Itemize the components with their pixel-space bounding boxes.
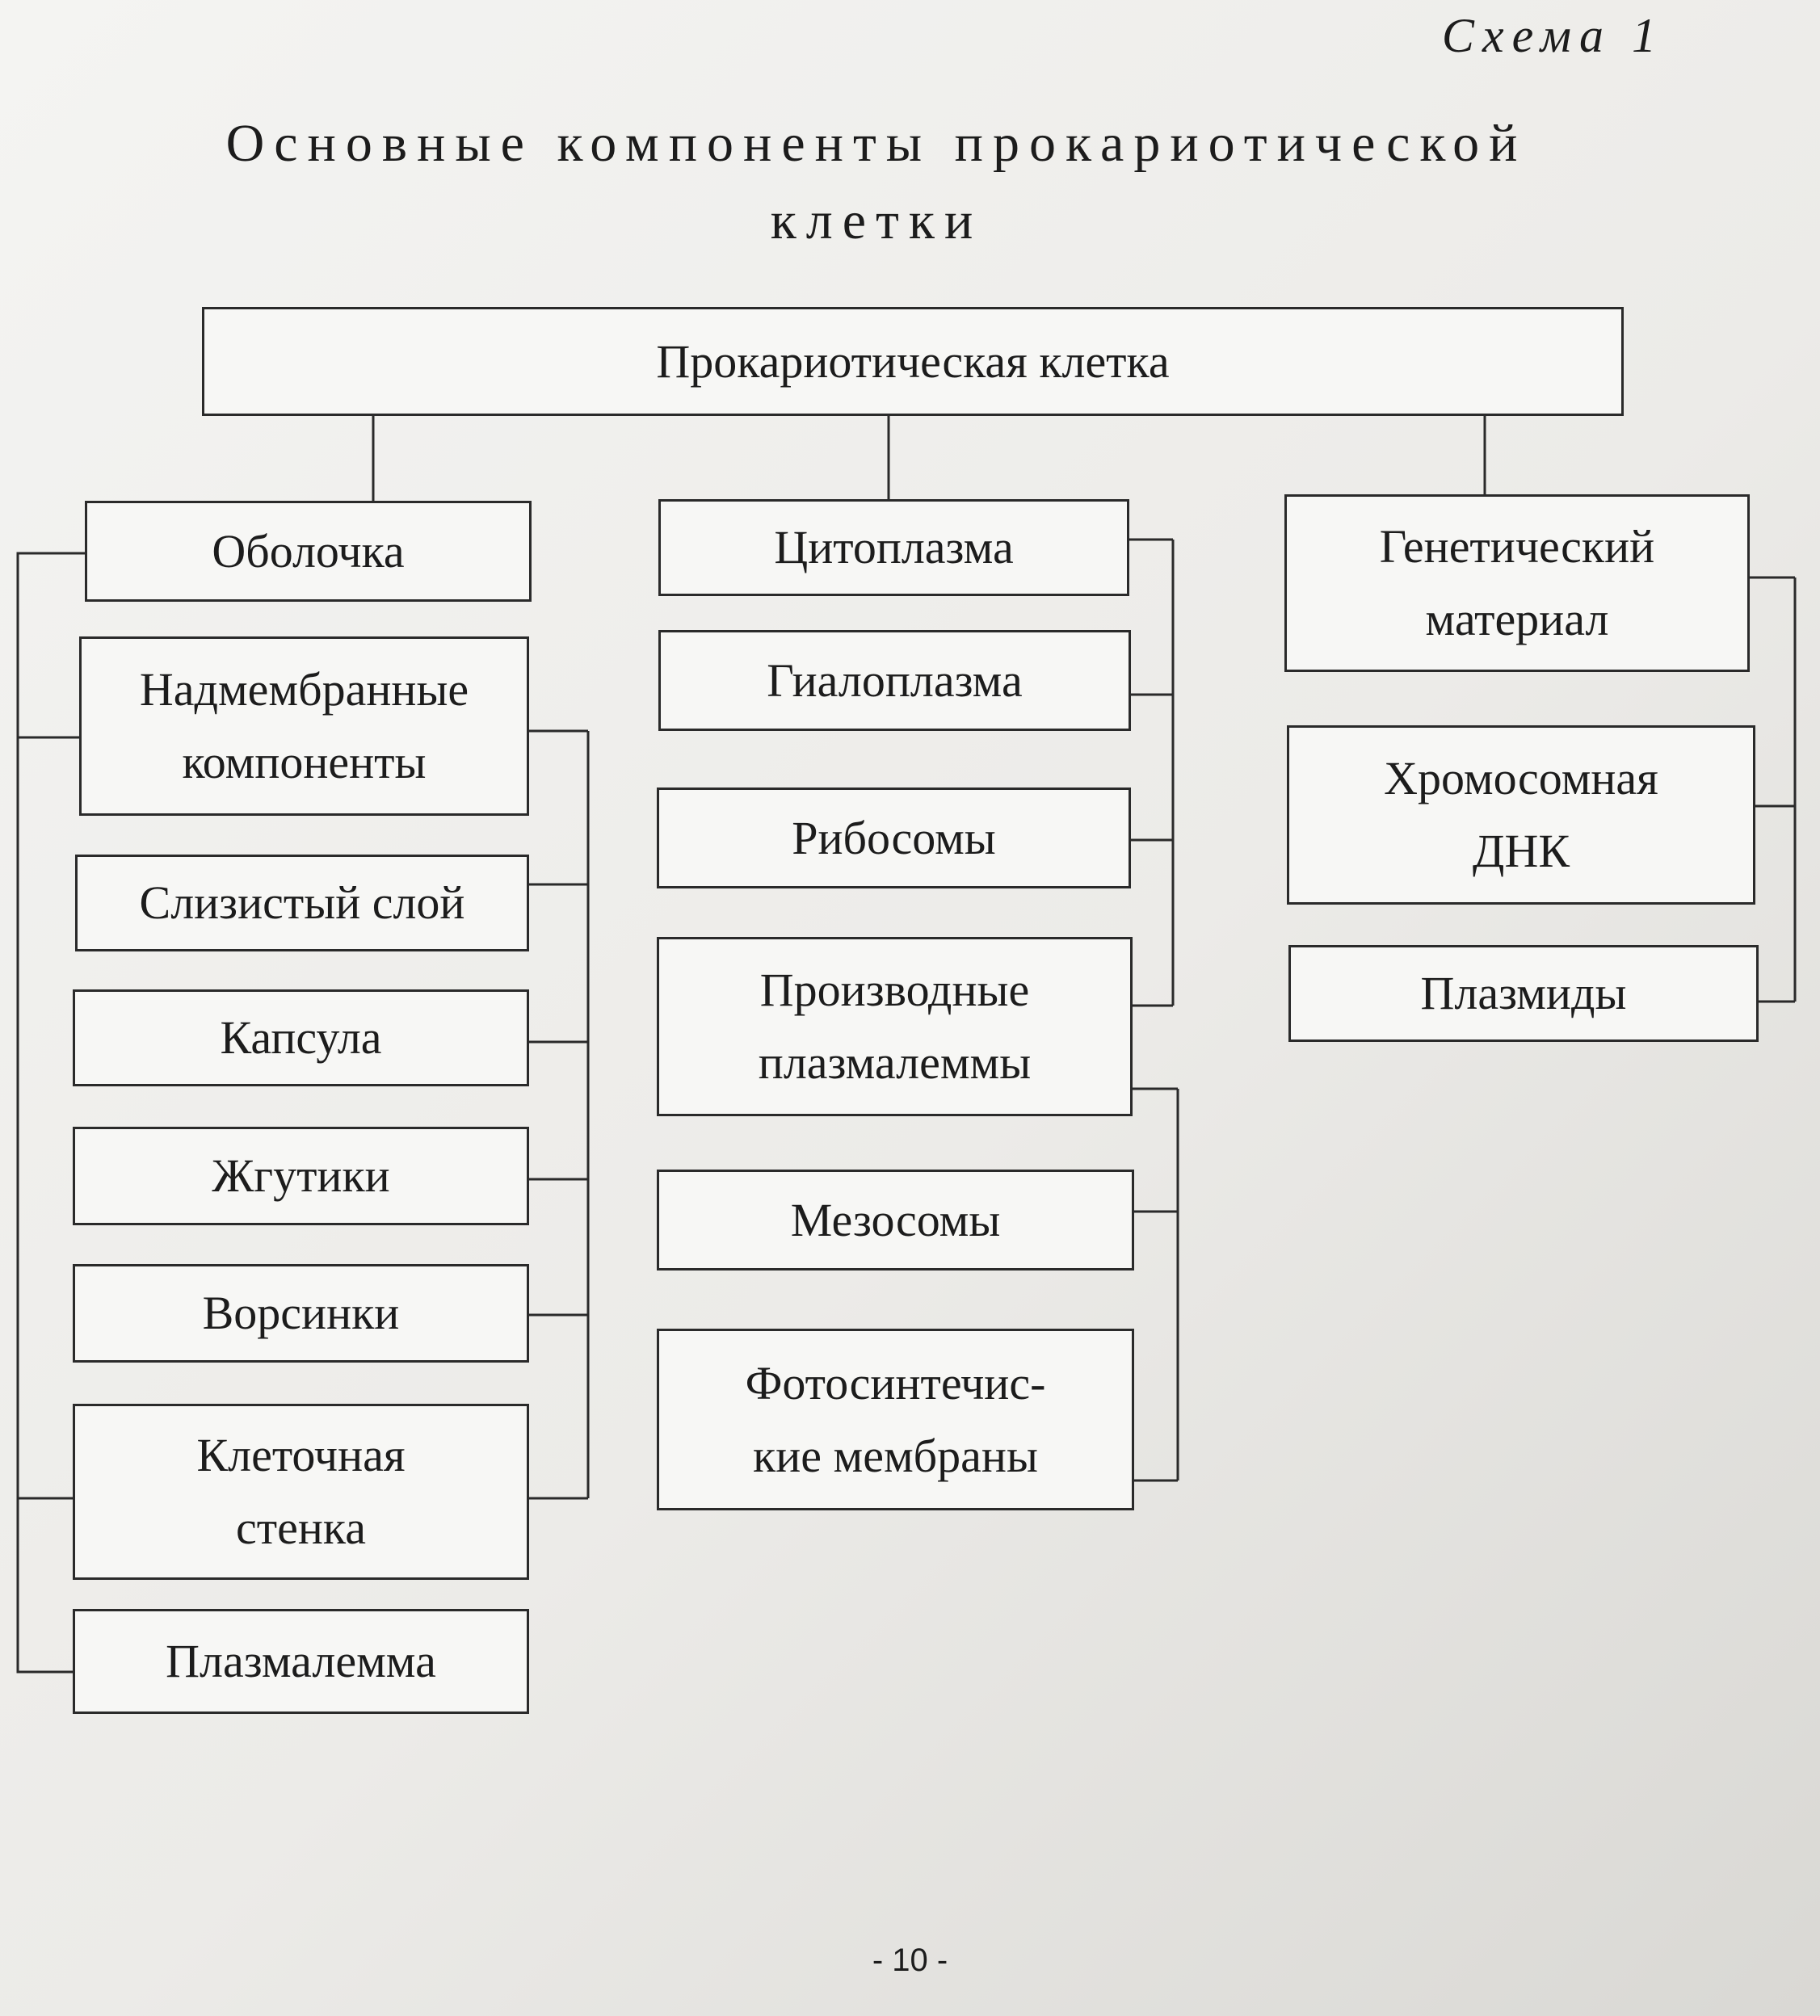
villi-box: Ворсинки: [73, 1264, 529, 1363]
chromosomal-dna-label-line-1: Хромосомная: [1384, 752, 1658, 805]
surface-components-label-line-1: Надмембранные: [139, 663, 469, 716]
envelope-outer-bracket: [16, 552, 85, 1674]
photosynthetic-membranes-label-line-2: кие мембраны: [753, 1429, 1038, 1482]
root-label: Прокариотическая клетка: [656, 334, 1170, 388]
mesosomes-box: Мезосомы: [657, 1170, 1134, 1270]
plasmids-box: Плазмиды: [1288, 945, 1759, 1042]
cell-wall-label-line-1: Клеточная: [196, 1429, 406, 1482]
genetic-head-label-line-1: Генетический: [1379, 520, 1655, 573]
hyaloplasm-box: Гиалоплазма: [658, 630, 1131, 731]
diagram-title: Основные компоненты прокариотической кле…: [48, 105, 1704, 260]
plasmalemma-derivatives-label-line-1: Производные: [759, 964, 1030, 1017]
page-number: - 10 -: [872, 1942, 948, 1978]
scheme-label: Схема 1: [1441, 9, 1664, 62]
capsule-box: Капсула: [73, 989, 529, 1086]
slime-layer-label: Слизистый слой: [139, 876, 465, 930]
hyaloplasm-label: Гиалоплазма: [767, 653, 1023, 707]
capsule-label: Капсула: [220, 1011, 382, 1065]
mesosomes-label: Мезосомы: [790, 1193, 1001, 1246]
cytoplasm-head-box: Цитоплазма: [658, 499, 1129, 596]
cytoplasm-head-label: Цитоплазма: [774, 521, 1014, 574]
chromosomal-dna-box: Хромосомная ДНК: [1287, 725, 1755, 905]
genetic-head-label-line-2: материал: [1425, 593, 1609, 645]
chromosomal-dna-label-line-2: ДНК: [1472, 825, 1570, 877]
plasmalemma-label: Плазмалемма: [166, 1635, 436, 1688]
plasmalemma-derivatives-box: Производные плазмалеммы: [657, 937, 1133, 1116]
root-box: Прокариотическая клетка: [202, 307, 1624, 416]
ribosomes-box: Рибосомы: [657, 788, 1131, 888]
diagram-title-line-1: Основные компоненты прокариотической: [225, 114, 1528, 173]
surface-components-label-line-2: компоненты: [182, 736, 427, 788]
cell-wall-label-line-2: стенка: [236, 1502, 366, 1554]
plasmalemma-derivatives-label-line-2: плазмалеммы: [758, 1036, 1032, 1089]
cell-wall-box: Клеточная стенка: [73, 1404, 529, 1580]
surface-components-box: Надмембранные компоненты: [79, 636, 529, 816]
genetic-head-box: Генетический материал: [1284, 494, 1750, 672]
plasmalemma-box: Плазмалемма: [73, 1609, 529, 1714]
ribosomes-label: Рибосомы: [792, 811, 996, 864]
flagella-label: Жгутики: [212, 1149, 390, 1203]
plasmids-label: Плазмиды: [1420, 967, 1627, 1020]
slime-layer-box: Слизистый слой: [75, 855, 529, 951]
envelope-head-box: Оболочка: [85, 501, 532, 602]
flagella-box: Жгутики: [73, 1127, 529, 1225]
envelope-head-label: Оболочка: [212, 524, 405, 578]
photosynthetic-membranes-box: Фотосинтечис- кие мембраны: [657, 1329, 1134, 1510]
diagram-title-line-2: клетки: [770, 191, 983, 250]
photosynthetic-membranes-label-line-1: Фотосинтечис-: [745, 1356, 1046, 1409]
villi-label: Ворсинки: [202, 1287, 400, 1340]
